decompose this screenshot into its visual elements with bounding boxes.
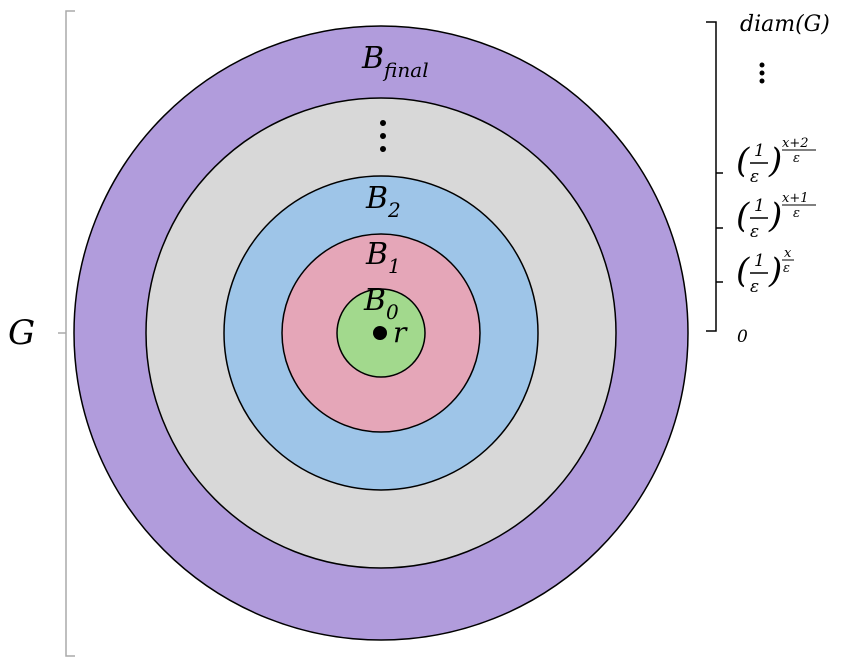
svg-text:ε: ε (793, 206, 800, 221)
svg-text:x+2: x+2 (782, 136, 809, 151)
ball-final-label: Bfinal (361, 41, 429, 82)
svg-text:): ) (768, 141, 782, 181)
ball-1-label: B1 (365, 237, 401, 278)
svg-text:1: 1 (754, 251, 765, 271)
svg-text:): ) (768, 196, 782, 236)
root-vertex (373, 326, 387, 340)
ball-0-label: B0 (363, 283, 399, 324)
svg-text:): ) (768, 251, 782, 291)
svg-text:x: x (784, 246, 792, 261)
svg-text:ε: ε (793, 151, 800, 166)
svg-text:(: ( (736, 141, 750, 181)
ball-2-label: B2 (365, 181, 401, 222)
svg-text:1: 1 (754, 196, 765, 216)
graph-brace (58, 10, 75, 657)
ring-ellipsis-dots (380, 120, 386, 152)
graph-label: G (8, 313, 35, 353)
scale-term-x-plus-2: ( 1 ε ) x+2 ε (736, 136, 816, 187)
radius-scale-bracket (706, 21, 723, 332)
scale-top-label: diam(G) (740, 12, 830, 37)
scale-zero-label: 0 (737, 327, 748, 347)
root-label: r (393, 316, 408, 349)
svg-text:ε: ε (750, 277, 759, 297)
scale-term-x: ( 1 ε ) x ε (736, 246, 794, 297)
scale-ellipsis-dots (759, 62, 765, 84)
scale-term-x-plus-1: ( 1 ε ) x+1 ε (736, 191, 816, 242)
svg-text:ε: ε (783, 261, 790, 276)
svg-text:(: ( (736, 196, 750, 236)
svg-text:(: ( (736, 251, 750, 291)
svg-text:ε: ε (750, 167, 759, 187)
svg-text:x+1: x+1 (782, 191, 809, 206)
svg-text:1: 1 (754, 141, 765, 161)
svg-text:ε: ε (750, 222, 759, 242)
